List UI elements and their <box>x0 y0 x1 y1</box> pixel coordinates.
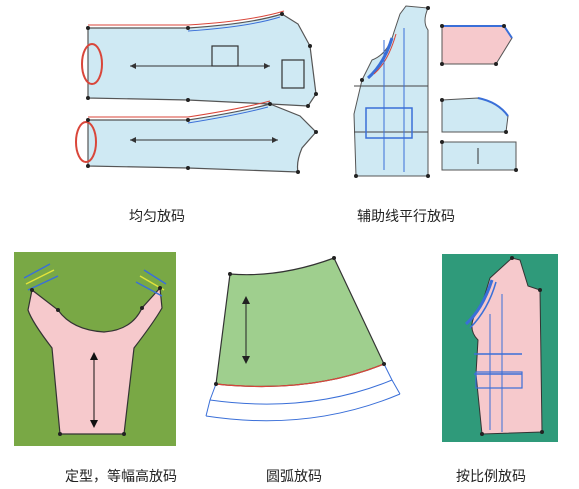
panel-parallel-grading <box>348 4 528 184</box>
collar-pattern-diagram <box>14 252 176 446</box>
skirt-arc-diagram <box>205 256 401 422</box>
caption-fixed-grading: 定型，等幅高放码 <box>65 469 177 485</box>
panel-uniform-grading <box>70 8 328 178</box>
caption-arc-grading: 圆弧放码 <box>266 469 322 485</box>
shirt-pattern-diagram <box>353 5 518 178</box>
panel-proportional-grading <box>442 254 558 442</box>
panel-arc-grading <box>200 256 412 436</box>
caption-parallel-grading: 辅助线平行放码 <box>357 209 455 225</box>
caption-proportional-grading: 按比例放码 <box>456 469 526 485</box>
caption-uniform-grading: 均匀放码 <box>129 209 185 225</box>
trouser-pattern-diagram <box>75 10 318 174</box>
shirt-proportional-diagram <box>442 254 558 442</box>
panel-fixed-grading <box>14 252 176 446</box>
